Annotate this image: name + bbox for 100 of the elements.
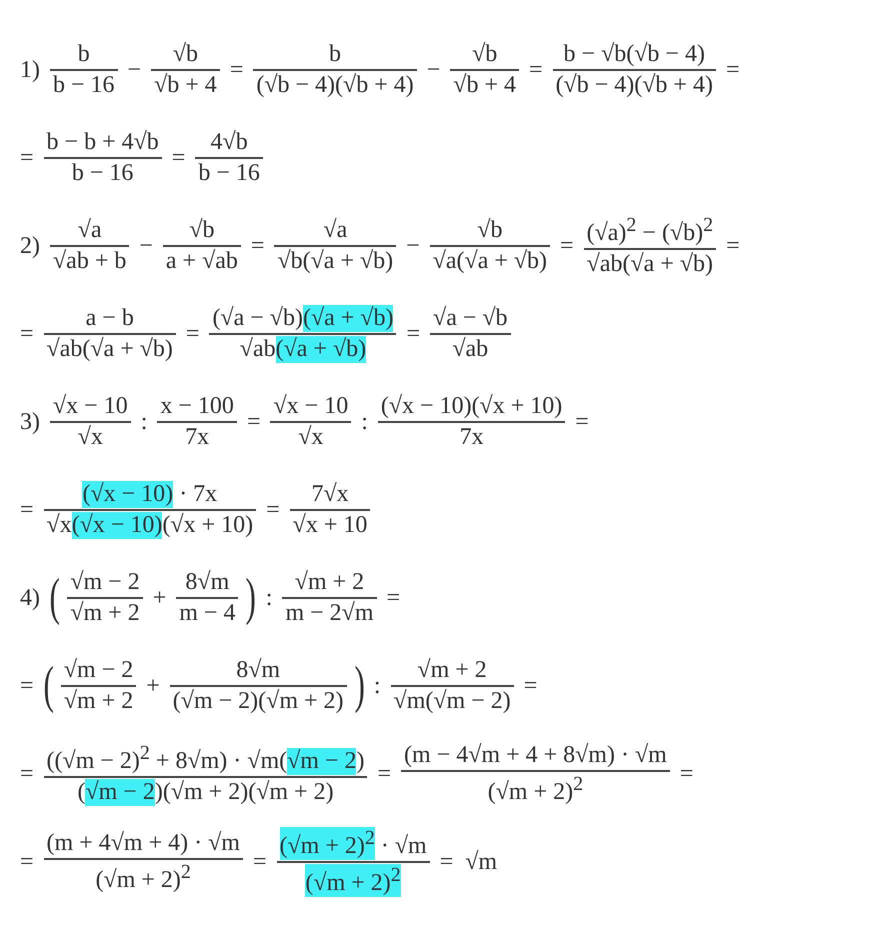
math-symbol: = bbox=[524, 672, 538, 700]
math-symbol: = bbox=[266, 496, 280, 524]
math-term: √x bbox=[298, 424, 324, 451]
highlighted-term: (√a + √b) bbox=[276, 336, 366, 363]
math-term: (√b − 4)(√b + 4) bbox=[556, 72, 713, 99]
math-term: √ab(√a + √b) bbox=[46, 336, 173, 363]
math-term: √m + 2 bbox=[70, 600, 140, 627]
math-term: ) bbox=[356, 748, 364, 776]
fraction-numerator: b − √b(√b − 4) bbox=[562, 40, 706, 70]
math-symbol: − bbox=[406, 232, 420, 260]
math-term: (√b − 4)(√b + 4) bbox=[256, 72, 414, 99]
math-term: · √m bbox=[380, 833, 427, 860]
math-term: (√x + 10) bbox=[162, 512, 254, 539]
math-symbol: = bbox=[20, 760, 34, 788]
fraction-numerator: √x − 10 bbox=[272, 392, 350, 422]
fraction-numerator: √b bbox=[471, 40, 498, 70]
fraction-numerator: b − b + 4√b bbox=[46, 128, 160, 158]
math-term: √ab bbox=[240, 336, 276, 363]
math-symbol: : bbox=[374, 672, 381, 700]
highlighted-term: (√a + √b) bbox=[302, 305, 394, 332]
math-term: √x bbox=[46, 512, 72, 539]
math-term: ( bbox=[77, 778, 86, 806]
fraction-numerator: √b bbox=[476, 216, 504, 246]
math-term: 7x bbox=[460, 424, 484, 451]
math-symbol: = bbox=[250, 232, 264, 260]
math-symbol: = bbox=[252, 848, 266, 876]
fraction-numerator: √a − √b bbox=[432, 304, 509, 334]
math-term: )(√m + 2)(√m + 2) bbox=[154, 778, 334, 806]
math-symbol: 3) bbox=[20, 408, 40, 436]
fraction-numerator: √x − 10 bbox=[52, 392, 129, 422]
math-term: (√m + 2)$^{2}$ bbox=[488, 772, 584, 806]
math-term: (√m − 2)(√m + 2) bbox=[172, 688, 344, 715]
fraction-numerator: √b bbox=[172, 40, 200, 70]
math-symbol: = bbox=[20, 848, 34, 876]
fraction-numerator: (m − 4√m + 4 + 8√m) · √m bbox=[403, 741, 668, 770]
math-term: √ab + b bbox=[53, 248, 126, 275]
math-symbol: : bbox=[361, 408, 368, 436]
math-term: a + √ab bbox=[166, 248, 238, 275]
math-symbol: 2) bbox=[20, 232, 40, 260]
fraction-numerator: 4√b bbox=[210, 128, 249, 158]
math-symbol: = bbox=[172, 144, 186, 172]
fraction-numerator: b bbox=[328, 40, 342, 70]
fraction-numerator: √m − 2 bbox=[62, 656, 134, 686]
math-term: b − 16 bbox=[53, 72, 115, 99]
fraction-numerator: 7√x bbox=[310, 480, 350, 510]
fraction-numerator: √a bbox=[322, 216, 348, 246]
math-term: √b(√a + √b) bbox=[277, 248, 394, 275]
math-term: √x bbox=[78, 424, 103, 451]
highlighted-term: (√m + 2)$^{2}$ bbox=[280, 827, 375, 860]
math-term: (√a − √b) bbox=[212, 305, 303, 332]
math-symbol: = bbox=[386, 584, 400, 612]
math-term: √m + 2 bbox=[64, 688, 134, 715]
fraction-numerator: √a bbox=[76, 216, 103, 246]
fraction-numerator: (√x − 10)(√x + 10) bbox=[380, 392, 564, 422]
fraction-numerator: 8√m bbox=[184, 568, 230, 598]
math-term: b − 16 bbox=[198, 160, 260, 187]
fraction-numerator: (√a)$^{2}$ − (√b)$^{2}$ bbox=[586, 213, 714, 248]
fraction-numerator: b bbox=[76, 40, 91, 70]
big-parenthesis: ) bbox=[246, 572, 256, 624]
fraction-numerator: x − 100 bbox=[159, 392, 235, 422]
math-symbol: − bbox=[426, 56, 440, 84]
math-symbol: − bbox=[139, 232, 153, 260]
fraction-numerator: 8√m bbox=[235, 656, 282, 686]
math-symbol: = bbox=[406, 320, 420, 348]
math-symbol: = bbox=[726, 232, 740, 260]
math-symbol: = bbox=[726, 56, 740, 84]
fraction-numerator: √m − 2 bbox=[69, 568, 141, 598]
math-symbol: = bbox=[377, 760, 392, 788]
math-term: 7x bbox=[185, 424, 210, 451]
math-symbol: + bbox=[146, 672, 160, 700]
fraction-numerator: √b bbox=[188, 216, 216, 246]
math-symbol: 1) bbox=[20, 56, 40, 84]
fraction-numerator: (m + 4√m + 4) · √m bbox=[46, 829, 241, 858]
fraction-numerator: a − b bbox=[84, 304, 135, 334]
math-term: m − 2√m bbox=[285, 600, 374, 627]
math-term: √x + 10 bbox=[292, 512, 368, 539]
highlighted-term: (√m + 2)$^{2}$ bbox=[305, 864, 401, 897]
fraction-numerator: √m + 2 bbox=[294, 568, 366, 598]
math-symbol: = bbox=[20, 320, 34, 348]
math-symbol: = bbox=[230, 56, 244, 84]
math-term: √b + 4 bbox=[453, 72, 516, 99]
math-symbol: = bbox=[575, 408, 589, 436]
math-symbol: : bbox=[266, 584, 272, 612]
math-term: m − 4 bbox=[179, 600, 236, 627]
highlighted-term: (√x − 10) bbox=[72, 512, 162, 539]
math-symbol: = bbox=[560, 232, 574, 260]
math-term: ((√m − 2)$^{2}$ + 8√m) · √m( bbox=[46, 742, 288, 776]
big-parenthesis: ( bbox=[49, 572, 60, 624]
math-term: (√m + 2)$^{2}$ bbox=[96, 860, 191, 894]
math-symbol: : bbox=[140, 408, 148, 436]
big-parenthesis: ) bbox=[354, 660, 364, 712]
highlighted-term: √m − 2 bbox=[287, 748, 356, 776]
math-term: · 7x bbox=[179, 481, 218, 508]
math-symbol: √m bbox=[465, 848, 498, 876]
fraction-numerator: √m + 2 bbox=[416, 656, 488, 686]
math-symbol: = bbox=[20, 496, 34, 524]
math-term: √m(√m − 2) bbox=[394, 688, 511, 715]
math-symbol: = bbox=[680, 760, 694, 788]
math-symbol: + bbox=[152, 584, 166, 612]
math-symbol: = bbox=[246, 408, 260, 436]
